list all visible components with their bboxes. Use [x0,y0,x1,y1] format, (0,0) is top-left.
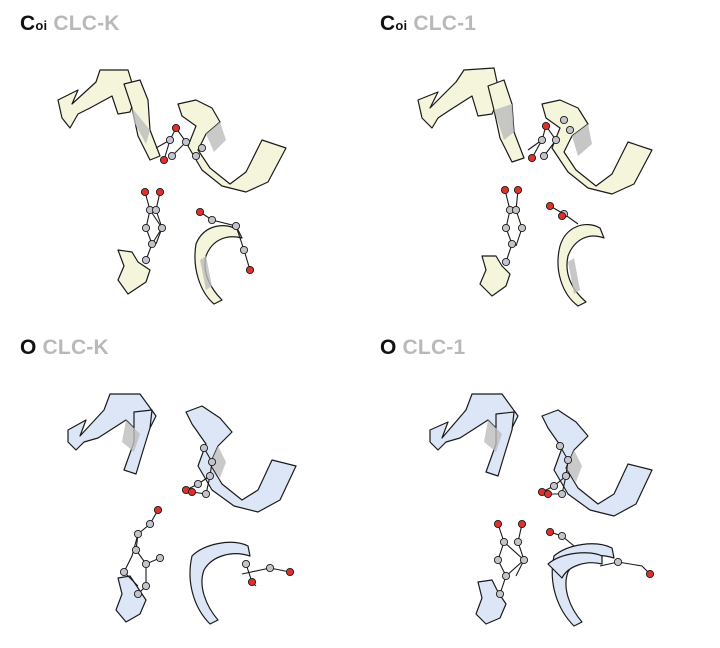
channel-label: CLC-1 [402,336,466,359]
panel-coi-clc1: Coi CLC-1 [360,0,720,324]
carbon-atoms [141,135,249,265]
panel-coi-clck: Coi CLC-K [0,0,360,324]
state-subscript: oi [35,18,48,33]
panel-label: Coi CLC-K [20,12,120,36]
ribbon-cartoon [429,393,653,627]
channel-label: CLC-K [42,336,109,359]
state-label: O [20,336,37,359]
state-label: O [380,336,397,359]
ribbon-cartoon [417,67,653,307]
structure-render [57,69,287,305]
state-subscript: oi [395,18,408,33]
state-label: C [20,12,36,35]
ribbon-shading [132,108,226,290]
ribbon-shading [122,420,226,478]
structure-render [429,393,655,627]
carbon-atoms [119,443,275,599]
oxygen-atoms [140,123,255,275]
panel-label: Coi CLC-1 [380,12,476,36]
ribbon-shading [484,420,582,482]
carbon-atoms [493,441,623,599]
oxygen-atoms [500,121,567,221]
structure-render [417,67,653,307]
channel-label: CLC-K [53,12,120,35]
structure-render [67,393,297,625]
oxygen-atoms [153,485,295,587]
ribbon-cartoon [67,393,297,625]
oxygen-atoms [493,487,655,579]
ribbon-shading [494,104,592,294]
channel-label: CLC-1 [413,12,477,35]
state-label: C [380,12,396,35]
